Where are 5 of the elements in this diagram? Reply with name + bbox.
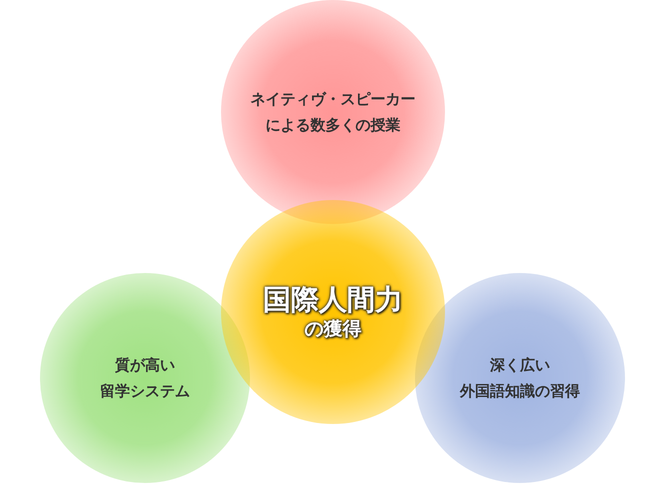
node-text: 国際人間力 — [263, 283, 403, 317]
node-text: ネイティヴ・スピーカーによる数多くの授業 — [250, 89, 416, 136]
node-text: 質が高い留学システム — [100, 355, 190, 402]
node-text: 深く広い外国語知識の習得 — [460, 355, 580, 402]
node-subtext: の獲得 — [304, 317, 362, 341]
